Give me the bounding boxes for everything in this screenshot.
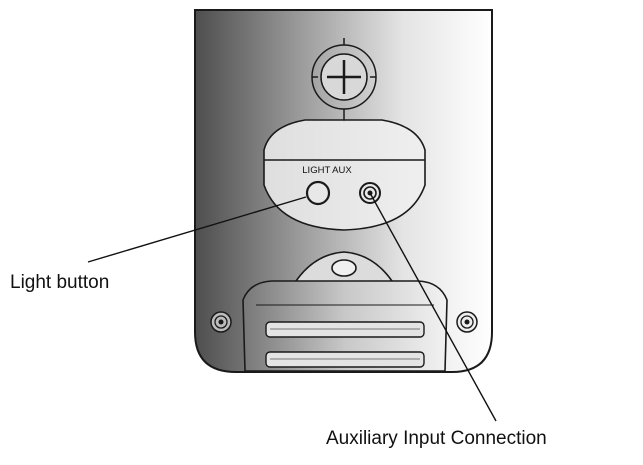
port-panel-label: LIGHT AUX <box>302 165 352 176</box>
top-screw <box>311 38 377 122</box>
light-button[interactable] <box>305 180 331 206</box>
light-button-callout: Light button <box>10 272 110 293</box>
auxiliary-input-callout: Auxiliary Input Connection <box>326 428 547 449</box>
left-screw <box>210 311 232 333</box>
battery-latch <box>295 251 393 306</box>
aux-input-leader <box>369 192 497 422</box>
right-screw <box>456 311 478 333</box>
light-button-leader <box>87 196 307 263</box>
battery-compartment <box>242 280 448 372</box>
port-panel <box>263 119 426 231</box>
